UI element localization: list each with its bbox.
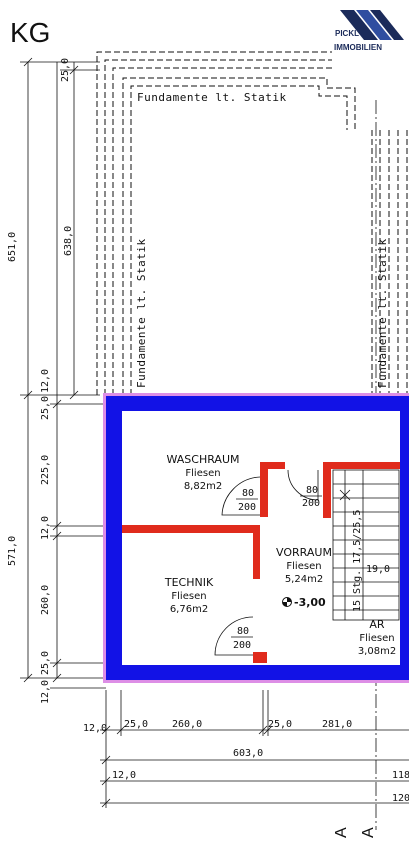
left-dimension-lines	[20, 57, 106, 689]
stair-number: 19,0	[366, 564, 390, 575]
dim-v5: 260,0	[40, 585, 51, 615]
dim-h3: 260,0	[172, 719, 202, 730]
door-wasch-width: 80	[242, 488, 254, 499]
door-swings	[214, 469, 319, 656]
room-ar-name: AR	[369, 618, 385, 631]
logo-name: PICKL	[335, 29, 359, 38]
dim-h-b: 12,0	[112, 770, 136, 781]
floor-label: KG	[10, 17, 50, 48]
stair-note: 15 Stg. 17,5/25,5	[352, 510, 363, 612]
section-mark-a: A	[333, 827, 350, 838]
dim-h-total: 603,0	[233, 748, 263, 759]
dim-v2: 25,0	[40, 396, 51, 420]
inner-walls	[122, 462, 400, 663]
room-vorraum-name: VORRAUM	[276, 546, 332, 559]
dim-v3: 225,0	[40, 455, 51, 485]
dim-left-total: 571,0	[7, 536, 18, 566]
door-vor-width: 80	[306, 485, 318, 496]
company-logo: PICKL IMMOBILIEN	[334, 10, 404, 52]
door-tech-height: 200	[233, 640, 251, 651]
staircase	[332, 469, 400, 621]
dim-v1: 12,0	[40, 369, 51, 393]
logo-sub: IMMOBILIEN	[334, 43, 382, 52]
dim-left-inner: 638,0	[63, 226, 74, 256]
level-value: -3,00	[294, 596, 326, 609]
dim-v7: 12,0	[40, 680, 51, 704]
room-ar-floor: Fliesen	[359, 633, 394, 644]
door-vor: 80 200	[300, 485, 322, 509]
door-tech: 80 200	[231, 626, 253, 651]
level-marker: -3,00	[282, 596, 326, 609]
room-technik-name: TECHNIK	[164, 576, 214, 589]
room-waschraum-floor: Fliesen	[185, 468, 220, 479]
dim-left-outer: 651,0	[7, 232, 18, 262]
room-vorraum-area: 5,24m2	[285, 574, 323, 585]
door-tech-width: 80	[237, 626, 249, 637]
dim-right-a: 118	[392, 770, 409, 781]
room-waschraum-area: 8,82m2	[184, 481, 222, 492]
dim-h4: 25,0	[268, 719, 292, 730]
foundation-outlines	[96, 51, 408, 395]
room-vorraum-floor: Fliesen	[286, 561, 321, 572]
section-mark-b: A	[360, 827, 377, 838]
room-technik-floor: Fliesen	[171, 591, 206, 602]
dim-h1: 12,0	[83, 723, 107, 734]
dim-h5: 281,0	[322, 719, 352, 730]
room-ar-area: 3,08m2	[358, 646, 396, 657]
dim-h2: 25,0	[124, 719, 148, 730]
bottom-dimension-lines	[100, 690, 409, 808]
door-vor-height: 200	[302, 498, 320, 509]
dim-top-a: 25,0	[60, 58, 71, 82]
dim-v6: 25,0	[40, 651, 51, 675]
door-wasch: 80 200	[236, 488, 258, 513]
door-wasch-height: 200	[238, 502, 256, 513]
dim-right-b: 120	[392, 793, 409, 804]
room-technik-area: 6,76m2	[170, 604, 208, 615]
dim-v4: 12,0	[40, 516, 51, 540]
foundation-note-left: Fundamente lt. Statik	[135, 238, 148, 388]
room-waschraum-name: WASCHRAUM	[167, 453, 240, 466]
foundation-note-top: Fundamente lt. Statik	[137, 91, 287, 104]
foundation-note-right: Fundamente lt. Statik	[376, 238, 389, 388]
